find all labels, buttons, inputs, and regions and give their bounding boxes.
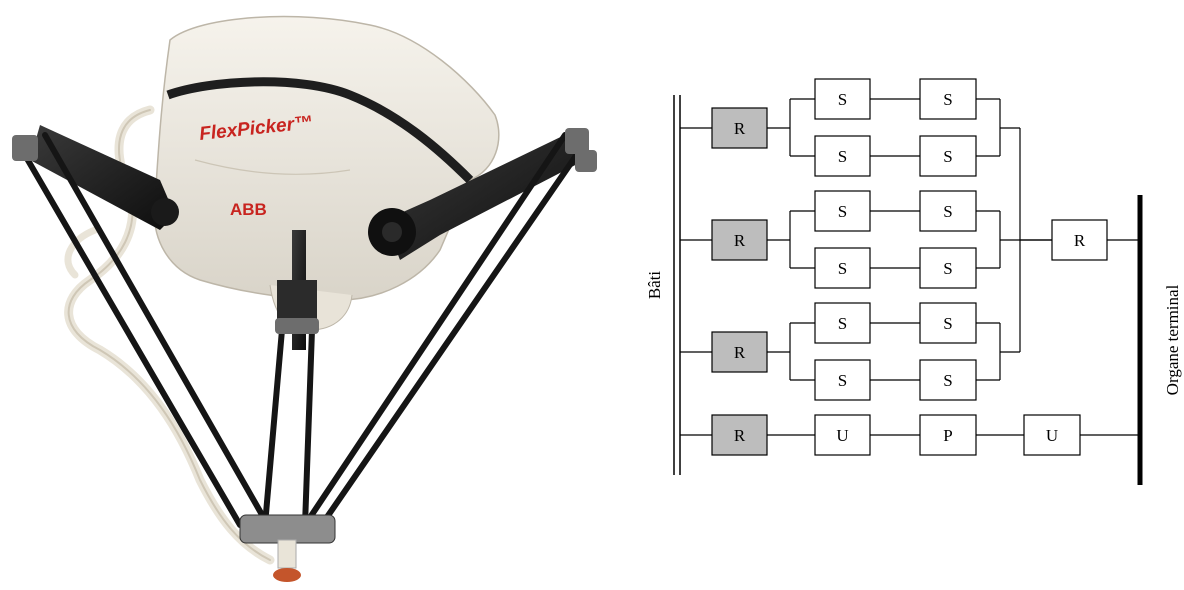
joint-box: [919, 247, 977, 289]
joint-box: [919, 359, 977, 401]
chain-1: R S S S S: [711, 78, 977, 177]
robot-base-housing: [153, 15, 500, 331]
actuated-joint-box: [711, 331, 768, 373]
joint-box: [814, 135, 871, 177]
joint-label: S: [838, 90, 847, 109]
joint-label: S: [838, 259, 847, 278]
joint-box: [1051, 219, 1108, 261]
joint-label: S: [943, 202, 952, 221]
joint-label: R: [734, 343, 746, 362]
joint-box: [814, 359, 871, 401]
joint-label: S: [943, 147, 952, 166]
chain-2: R S S S S: [711, 190, 977, 289]
end-effector-label: Organe terminal: [1163, 284, 1182, 395]
joint-label: S: [943, 259, 952, 278]
actuated-joint-box: [711, 107, 768, 149]
joint-label: S: [838, 202, 847, 221]
abb-logo-text: ABB: [230, 200, 267, 219]
joint-box: [919, 135, 977, 177]
joint-box: [814, 190, 871, 232]
joint-label: S: [838, 371, 847, 390]
joint-label: S: [943, 90, 952, 109]
joint-label: R: [734, 231, 746, 250]
joint-label: U: [1046, 426, 1058, 445]
merge-joint: R: [1051, 219, 1108, 261]
rod-joints: [12, 128, 597, 334]
upper-arm-left: [30, 125, 179, 230]
joint-box: [814, 78, 871, 120]
joint-box: [814, 302, 871, 344]
joint-label: P: [943, 426, 952, 445]
joint-box: [814, 247, 871, 289]
joint-label: U: [836, 426, 848, 445]
flexpicker-robot-photo: FlexPicker™ ABB: [12, 15, 597, 582]
joint-box: [919, 78, 977, 120]
joint-label: S: [943, 314, 952, 333]
joint-box: [919, 414, 977, 456]
joint-box: [919, 302, 977, 344]
joint-label: R: [734, 119, 746, 138]
actuated-joint-box: [711, 414, 768, 456]
chain-3: R S S S S: [711, 302, 977, 401]
joint-label: S: [943, 371, 952, 390]
lower-rods: [19, 132, 583, 528]
joint-label: S: [838, 147, 847, 166]
central-chain: R U P U: [711, 414, 1081, 456]
joint-label: R: [1074, 231, 1086, 250]
joint-box: [1023, 414, 1081, 456]
actuated-joint-box: [711, 219, 768, 261]
end-effector-platform: [239, 514, 336, 582]
base-label: Bâti: [645, 271, 664, 300]
joint-label: R: [734, 426, 746, 445]
joint-box: [814, 414, 871, 456]
kinematic-diagram: Bâti Organe terminal: [645, 78, 1182, 485]
joint-label: S: [838, 314, 847, 333]
connection-lines: [680, 98, 1140, 436]
upper-arm-right: [368, 130, 585, 260]
joint-box: [919, 190, 977, 232]
